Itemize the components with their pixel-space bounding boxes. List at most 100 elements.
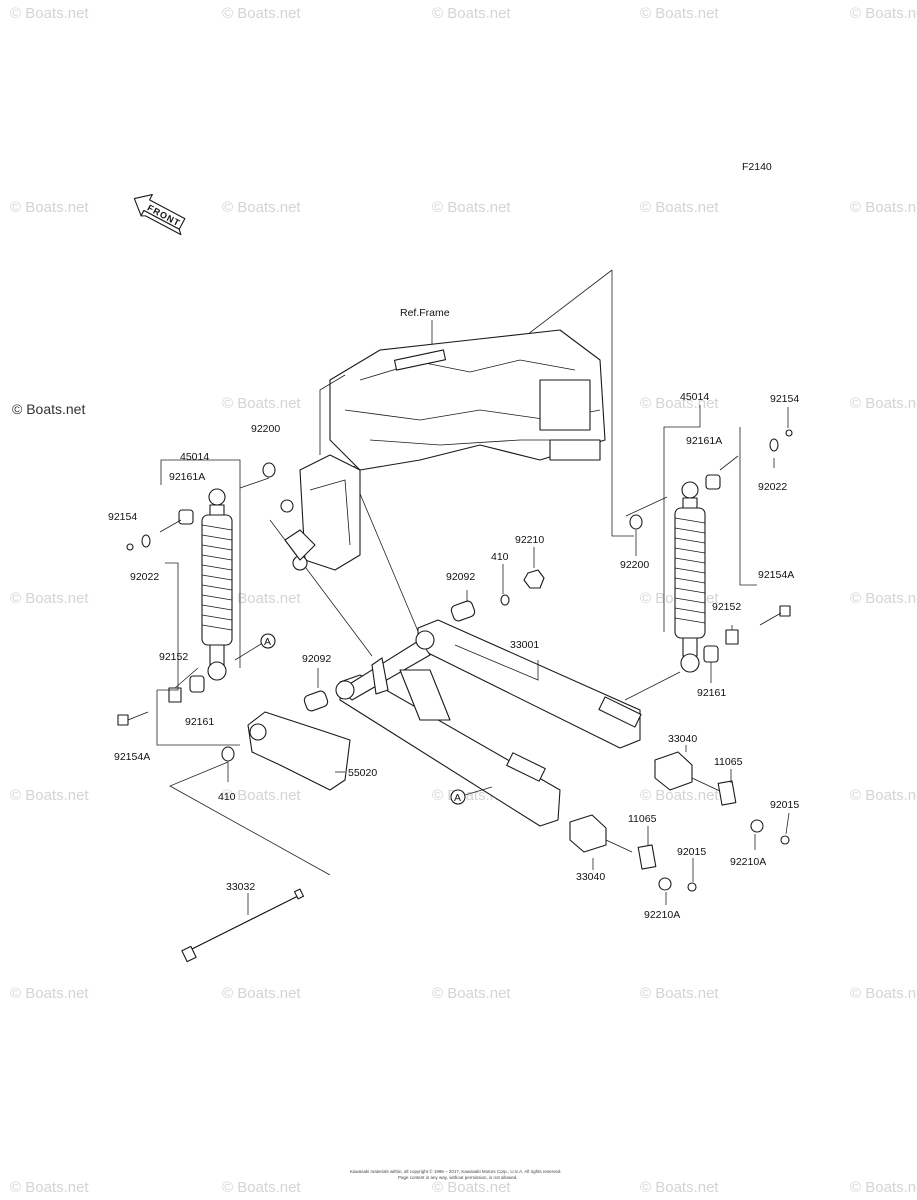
plate-11065-mid xyxy=(637,844,657,870)
leader-line xyxy=(785,812,790,835)
watermark: © Boats.net xyxy=(222,787,301,804)
part-label: 410 xyxy=(218,791,236,803)
diagram-code: F2140 xyxy=(742,161,772,173)
watermark: © Boats.net xyxy=(222,199,301,216)
callout-a xyxy=(260,633,276,649)
washer-410-mid xyxy=(500,594,510,606)
callout-a xyxy=(450,789,466,805)
leader-line xyxy=(349,469,421,637)
leader-line xyxy=(157,562,179,691)
nut-92210 xyxy=(523,569,545,589)
part-label: 45014 xyxy=(180,451,209,463)
washer-92022-left xyxy=(141,534,151,548)
bushing-92161a-left xyxy=(178,509,194,525)
part-label: 92161 xyxy=(697,687,726,699)
callout-a-label: A xyxy=(454,792,461,804)
part-label: 92152 xyxy=(159,651,188,663)
washer-92200-left xyxy=(262,462,276,478)
part-label: 33001 xyxy=(510,639,539,651)
part-label: 92161A xyxy=(169,471,205,483)
chain-guard-hole xyxy=(249,723,267,741)
washer-410-left xyxy=(221,746,235,762)
leader-line xyxy=(739,427,757,586)
leader-line xyxy=(160,459,241,668)
part-label: 92210A xyxy=(644,909,680,921)
watermark: © Boats.net xyxy=(10,5,89,22)
right-shock-absorber xyxy=(674,481,706,673)
copyright-line: Page content in any way, without permiss… xyxy=(398,1175,517,1180)
bolt-92154-left xyxy=(126,543,134,551)
chain-guard-55020 xyxy=(247,711,351,791)
leader-line xyxy=(239,477,270,489)
bushing-92092-mid xyxy=(450,600,476,622)
watermark: © Boats.net xyxy=(640,1179,719,1196)
part-label: 92200 xyxy=(620,559,649,571)
watermark: © Boats.net xyxy=(850,590,917,607)
watermark-strong: © Boats.net xyxy=(12,401,85,417)
watermark: © Boats.net xyxy=(222,395,301,412)
leader-line xyxy=(454,644,539,681)
watermark: © Boats.net xyxy=(850,199,917,216)
watermark: © Boats.net xyxy=(850,787,917,804)
watermark: © Boats.net xyxy=(222,5,301,22)
part-label: 92154 xyxy=(770,393,799,405)
watermark: © Boats.net xyxy=(640,395,719,412)
watermark: © Boats.net xyxy=(432,199,511,216)
watermark: © Boats.net xyxy=(640,985,719,1002)
washer-92022-right xyxy=(769,438,779,452)
watermark: © Boats.net xyxy=(640,199,719,216)
chain-adjuster-33040-mid xyxy=(569,814,633,853)
part-label: 55020 xyxy=(348,767,377,779)
watermark: © Boats.net xyxy=(432,1179,511,1196)
watermark: © Boats.net xyxy=(850,5,917,22)
leader-line xyxy=(719,455,739,471)
watermark: © Boats.net xyxy=(640,5,719,22)
part-label: 92015 xyxy=(677,846,706,858)
nut-92015-right xyxy=(780,835,790,845)
leader-line xyxy=(234,643,262,661)
callout-a-label: A xyxy=(264,636,271,648)
watermark: © Boats.net xyxy=(850,395,917,412)
nut-92210a-right xyxy=(750,819,764,833)
front-arrow-icon: FRONT xyxy=(133,194,186,236)
part-labels: 45014 92200 92161A 92154 92022 92152 921… xyxy=(108,391,799,921)
swing-arm xyxy=(335,619,642,827)
bolt-92154a-right xyxy=(759,605,791,626)
part-label: 92161A xyxy=(686,435,722,447)
leader-line xyxy=(169,761,331,876)
bolt-92154a-left xyxy=(117,711,149,726)
watermark: © Boats.net xyxy=(10,199,89,216)
leader-line xyxy=(625,496,668,517)
nut-92015-mid xyxy=(687,882,697,892)
watermark: © Boats.net xyxy=(10,590,89,607)
bushing-92161a-right xyxy=(705,474,721,490)
frame-assembly xyxy=(280,329,606,571)
leader-line xyxy=(624,671,681,701)
leader-line xyxy=(611,270,634,537)
part-label: 92152 xyxy=(712,601,741,613)
washer-92200-right xyxy=(629,514,643,530)
part-label: 410 xyxy=(491,551,509,563)
pivot-shaft-33032 xyxy=(181,888,304,963)
watermark: © Boats.net xyxy=(640,787,719,804)
left-shock-absorber xyxy=(201,488,233,681)
watermark: © Boats.net xyxy=(432,5,511,22)
part-label: 92154A xyxy=(114,751,150,763)
part-label: 33040 xyxy=(576,871,605,883)
part-label: 92210 xyxy=(515,534,544,546)
bushing-92161-right xyxy=(703,645,719,663)
part-label: 92200 xyxy=(251,423,280,435)
watermark: © Boats.net xyxy=(10,787,89,804)
watermark: © Boats.net xyxy=(850,1179,917,1196)
collar-92152-right xyxy=(725,629,739,645)
watermark: © Boats.net xyxy=(10,985,89,1002)
leader-line xyxy=(174,667,199,689)
leader-line xyxy=(156,690,240,746)
part-label: 92161 xyxy=(185,716,214,728)
part-label: 11065 xyxy=(628,813,657,825)
plate-11065-right xyxy=(717,780,737,806)
watermark: © Boats.net xyxy=(222,985,301,1002)
ref-frame-label: Ref.Frame xyxy=(400,307,450,319)
leader-line xyxy=(663,405,701,632)
